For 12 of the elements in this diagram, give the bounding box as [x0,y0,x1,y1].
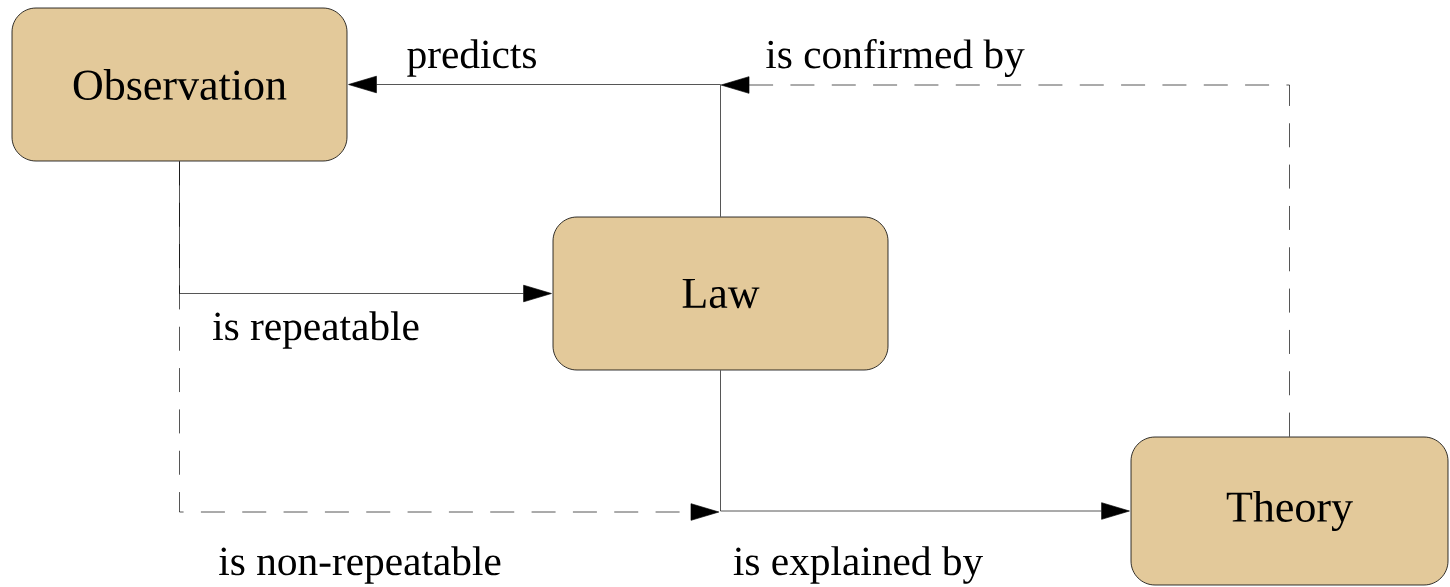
arrow [348,75,721,217]
edge-label: predicts [405,37,539,79]
process-box: Theory [1130,436,1449,586]
process-box: Law [552,216,889,371]
edge-label: is confirmed by [763,37,1027,79]
edge-label: is explained by [731,544,985,586]
edge-label: is non-repeatable [216,544,504,586]
arrow [179,161,720,521]
arrow [720,76,1290,437]
process-box: Observation [11,7,348,162]
edge-label: is repeatable [210,309,422,351]
arrow [720,370,1130,520]
